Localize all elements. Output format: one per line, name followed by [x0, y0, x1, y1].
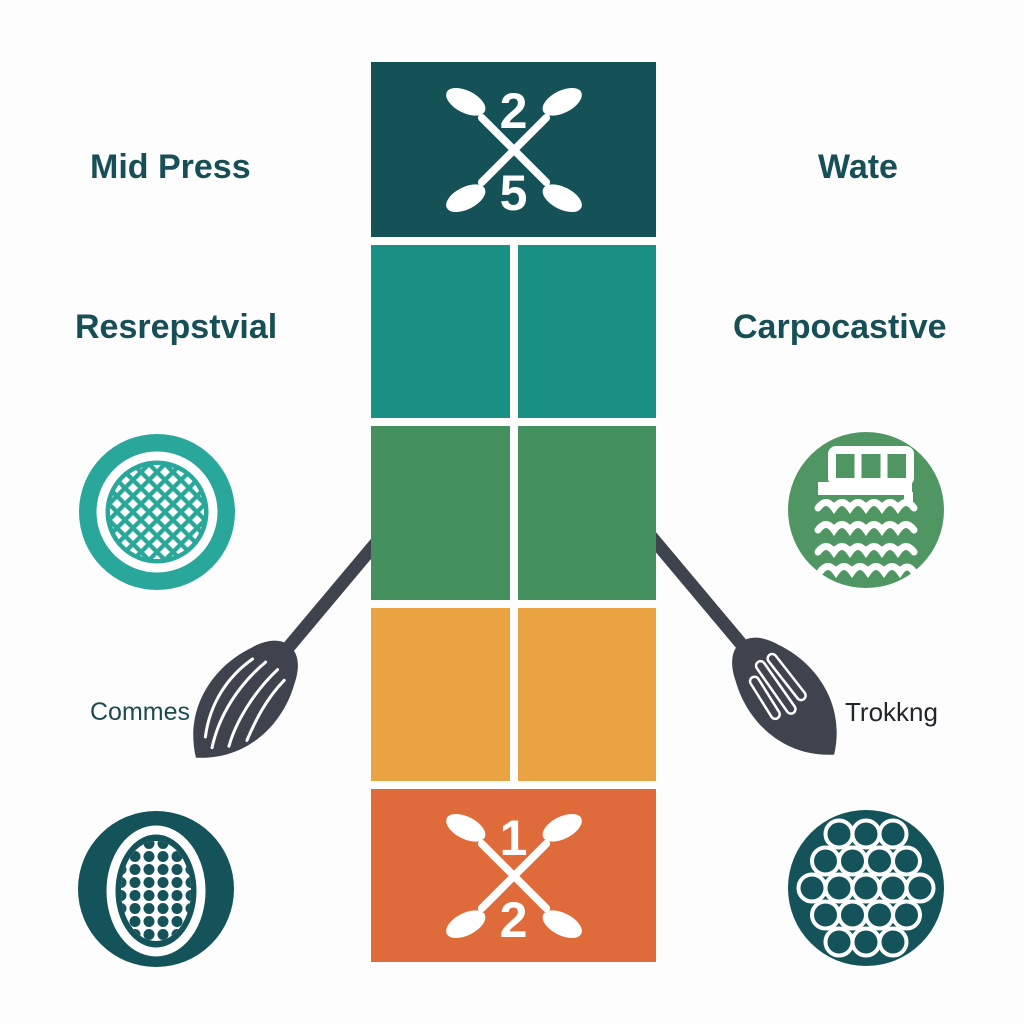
row-bottom-number: 5	[499, 165, 528, 221]
bubbles-glyph	[796, 818, 936, 958]
row-bottom-number: 2	[499, 892, 528, 948]
strainer-icon	[79, 434, 235, 590]
column-row-1: 2 5	[371, 62, 656, 237]
boat-glyph	[814, 446, 918, 579]
label-top-right: Wate	[818, 148, 898, 186]
bubble-cluster-icon	[788, 810, 944, 966]
left-paddle-icon	[193, 521, 396, 758]
column-row-4	[371, 608, 656, 781]
row-top-number: 1	[499, 810, 528, 866]
boat-waves-icon	[788, 432, 944, 588]
column-row-3	[371, 426, 656, 600]
color-block	[371, 245, 510, 418]
crossed-paddles-icon	[445, 87, 582, 212]
label-lower-right: Trokkng	[845, 697, 938, 727]
color-block	[371, 426, 510, 600]
color-block	[371, 608, 510, 781]
egg-grid-icon	[78, 811, 234, 967]
column-row-5: 1 2	[371, 789, 656, 962]
crossed-paddles-icon	[445, 813, 582, 938]
color-block	[517, 245, 656, 418]
label-upper-left: Resrepstvial	[75, 308, 278, 346]
right-paddle-icon	[634, 518, 837, 755]
label-upper-right: Carpocastive	[733, 308, 947, 346]
color-block	[517, 426, 656, 600]
center-column: 2 5	[371, 62, 656, 962]
color-block	[517, 608, 656, 781]
label-lower-left: Commes	[90, 698, 191, 726]
column-row-2	[371, 245, 656, 418]
row-top-number: 2	[499, 83, 528, 139]
label-top-left: Mid Press	[90, 148, 251, 186]
